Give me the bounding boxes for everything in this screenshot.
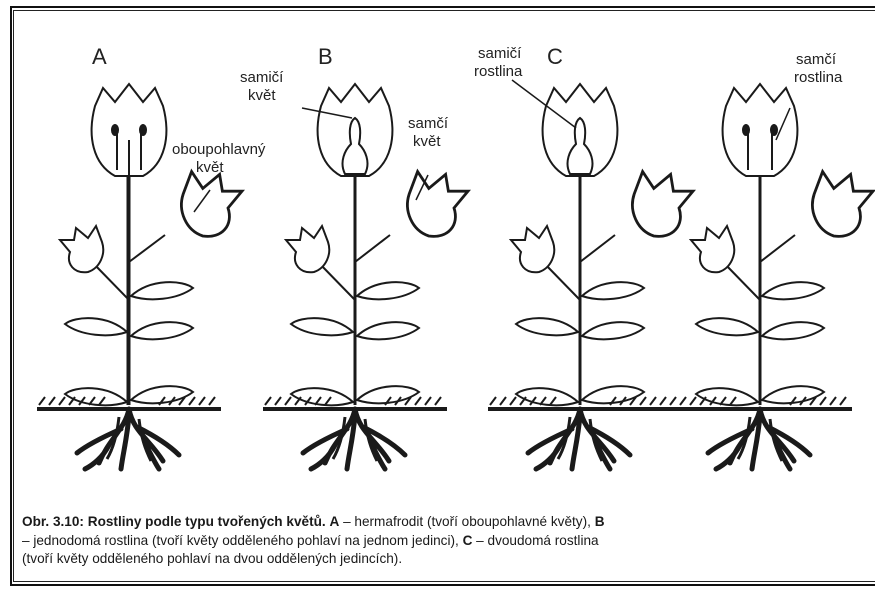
- caption-title: Rostliny podle typu tvořených květů.: [88, 514, 326, 529]
- callout-a-line2: květ: [196, 159, 224, 176]
- caption-text-c: – dvoudomá rostlina: [472, 533, 598, 548]
- plant-c-female: [488, 80, 693, 469]
- plant-c-male: [668, 84, 873, 469]
- caption-key-c: C: [463, 533, 473, 548]
- caption-key-a: A: [329, 514, 339, 529]
- panel-a-letter: A: [92, 44, 107, 69]
- callout-c-male-line1: samčí: [796, 51, 837, 68]
- caption-line-1: Obr. 3.10: Rostliny podle typu tvořených…: [22, 513, 875, 532]
- panel-c-letter: C: [547, 44, 563, 69]
- caption-label: Obr. 3.10:: [22, 514, 84, 529]
- callout-c-female-line1: samičí: [478, 45, 522, 62]
- figure-caption: Obr. 3.10: Rostliny podle typu tvořených…: [22, 513, 875, 569]
- callout-b-male-line2: květ: [413, 133, 441, 150]
- plant-illustration: A B C oboupohlavný květ samičí květ samč…: [0, 0, 875, 510]
- callout-c-female-line2: rostlina: [474, 63, 523, 80]
- caption-line-3: (tvoří květy odděleného pohlaví na dvou …: [22, 550, 875, 569]
- callout-c-male-line2: rostlina: [794, 69, 843, 86]
- caption-key-b: B: [595, 514, 605, 529]
- callout-b-male-line1: samčí: [408, 115, 449, 132]
- callout-b-female-line2: květ: [248, 87, 276, 104]
- caption-text-b: – jednodomá rostlina (tvoří květy odděle…: [22, 533, 463, 548]
- callout-a-line1: oboupohlavný: [172, 141, 266, 158]
- caption-line-2: – jednodomá rostlina (tvoří květy odděle…: [22, 532, 875, 551]
- panel-b-letter: B: [318, 44, 333, 69]
- caption-text-a: – hermafrodit (tvoří oboupohlavné květy)…: [339, 514, 594, 529]
- callout-b-female-line1: samičí: [240, 69, 284, 86]
